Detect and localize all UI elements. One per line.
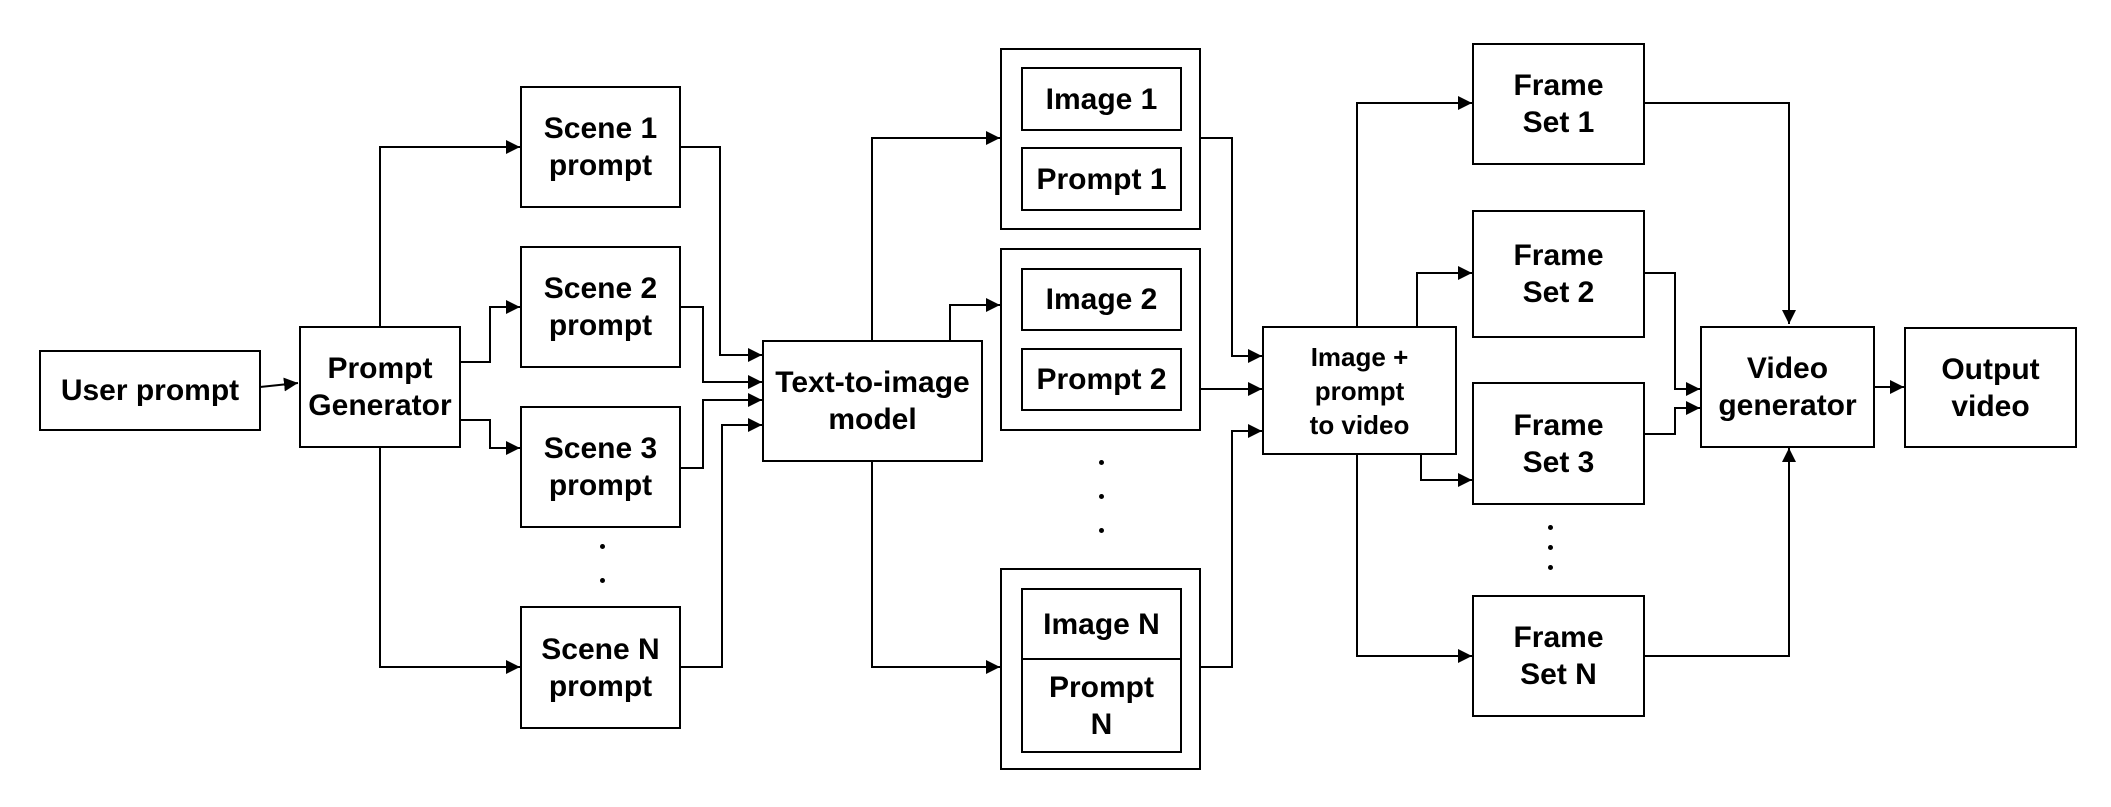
arrow-t2i-to-group2: [949, 298, 1000, 340]
prompt-2-box: Prompt 2: [1021, 348, 1182, 411]
arrow-t2i-to-group1: [871, 131, 1000, 340]
scene-3-prompt-box: Scene 3 prompt: [520, 406, 681, 528]
image-2-box: Image 2: [1021, 268, 1182, 331]
arrow-frameset2-to-vg: [1644, 272, 1700, 396]
arrow-sceneN-to-t2i: [680, 418, 762, 668]
arrow-user-to-generator: [259, 377, 299, 392]
arrow-frameset1-to-vg: [1644, 102, 1796, 324]
arrow-groupN-to-i2v: [1200, 424, 1262, 668]
image-n-box: Image N: [1021, 588, 1182, 660]
scene-1-prompt-box: Scene 1 prompt: [520, 86, 681, 208]
output-video-box: Output video: [1904, 327, 2077, 448]
user-prompt-box: User prompt: [39, 350, 261, 431]
arrow-frameset3-to-vg: [1644, 401, 1700, 435]
frame-set-1-box: Frame Set 1: [1472, 43, 1645, 165]
scene-2-prompt-box: Scene 2 prompt: [520, 246, 681, 368]
arrow-i2v-to-frameset2: [1416, 266, 1472, 326]
arrow-i2v-to-frameset3: [1420, 454, 1472, 487]
image-1-box: Image 1: [1021, 67, 1182, 131]
arrow-scene3-to-t2i: [680, 393, 762, 469]
text-to-image-model-box: Text-to-image model: [762, 340, 983, 462]
image-prompt-to-video-box: Image + prompt to video: [1262, 326, 1457, 455]
frame-set-n-box: Frame Set N: [1472, 595, 1645, 717]
arrow-i2v-to-framesetN: [1356, 454, 1472, 663]
frame-set-3-box: Frame Set 3: [1472, 382, 1645, 505]
arrow-generator-to-scene3: [460, 419, 520, 455]
frame-set-ellipsis: [1546, 525, 1554, 599]
prompt-generator-box: Prompt Generator: [299, 326, 461, 448]
prompt-1-box: Prompt 1: [1021, 147, 1182, 211]
arrow-scene2-to-t2i: [680, 306, 762, 389]
arrow-framesetN-to-vg: [1644, 448, 1796, 657]
prompt-n-box: Prompt N: [1021, 658, 1182, 753]
arrow-generator-to-sceneN: [379, 448, 520, 674]
arrow-generator-to-scene1: [379, 140, 520, 326]
arrow-generator-to-scene2: [460, 300, 520, 363]
frame-set-2-box: Frame Set 2: [1472, 210, 1645, 338]
arrow-i2v-to-frameset1: [1356, 96, 1472, 326]
video-generator-box: Video generator: [1700, 326, 1875, 448]
scene-n-prompt-box: Scene N prompt: [520, 606, 681, 729]
arrow-group1-to-i2v: [1200, 137, 1262, 363]
arrow-scene1-to-t2i: [680, 146, 762, 362]
image-group-ellipsis: [1097, 460, 1105, 562]
arrow-t2i-to-groupN: [871, 461, 1000, 674]
